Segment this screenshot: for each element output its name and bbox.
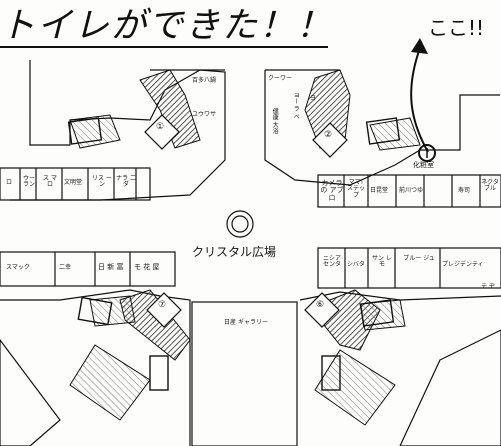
platform-box-1 [67,117,103,145]
shop-label: 二幸 [59,264,72,271]
block-bottom-right [299,291,501,301]
platform-box-6 [359,299,395,327]
ramp-bottom-right [314,349,396,426]
shop-row-bottom-right [317,247,501,289]
gallery-label: 日産 ギャラリー [224,319,268,326]
shop-label: サン レモ [372,255,392,269]
headline: トイレができた！！ [0,6,330,46]
arrow-head [411,38,428,54]
handwritten-note: ここ!! [428,16,485,40]
ramp-bottom-left [69,344,151,421]
toilet-marker [418,144,436,162]
gate-diamond-6 [304,292,340,328]
shop-label: 文明堂 [64,179,83,186]
stair-top-right [369,117,421,151]
shop-label: スマック [6,264,30,271]
shop-label: プレジデンティ [442,261,484,268]
gate-diamond-1 [144,114,180,150]
shop-label: ス マ ロ [43,175,57,189]
shop-label: ブルー ジュ [403,255,435,262]
stair-top-left [69,114,121,149]
shop-label: ユウワサ [192,111,217,118]
shop-label: ニシア センタ [322,255,341,269]
shop-label: シバタ [347,261,365,268]
shop-label: 健康 大浴 [271,108,279,134]
plaza-emblem-inner [231,215,249,233]
shop-label: クーワー [268,75,293,82]
shop-row-right [317,174,501,208]
shop-label: テ ヂ [481,283,495,290]
gate-diamond-7 [146,292,182,328]
shop-label: ママ! ステップ [346,179,365,199]
stair-bottom-left [89,295,136,327]
gallery-block [191,301,298,446]
shop-label: 日 新 富 [98,263,124,271]
platform-box-2 [365,117,401,145]
shop-label: 日昆堂 [370,187,389,194]
platform-box-3 [77,296,113,326]
building-bottom-left [0,339,61,446]
shop-label: 百多八鍋 [192,77,217,84]
gate-diamond-2 [312,122,348,158]
arrow-to-toilet [410,47,429,153]
shop-label: ヨー ラ ベ [292,92,300,120]
gate-number-2: ② [324,130,333,140]
shop-label: 前川つゆ [399,187,424,194]
gate-number-1: ① [156,122,165,132]
shop-label: ロ [6,179,13,186]
shop-label: ヨ [310,95,317,102]
plaza-label: クリスタル広場 [192,245,277,259]
gate-number-7: ⑦ [158,300,167,310]
shop-label: リス ーン [92,175,112,189]
shop-label: ウー ラン [22,175,35,189]
shop-label: ナラ 二ダ [116,175,136,189]
shop-label: カメラの アブロ [320,179,344,202]
shop-label: モ 花 屋 [134,263,160,271]
platform-box-5 [321,355,341,391]
plaza-emblem-outer [226,210,254,238]
toilet-label: 化粧室 [413,161,434,169]
shop-row-left [0,167,151,201]
shop-label: 寿司 [458,187,471,194]
building-bottom-right [399,329,501,446]
escalator-1 [139,69,201,149]
shop-label: ネクタ ブル [481,179,499,193]
gate-number-6: ⑥ [316,300,325,310]
shop-row-bottom-left [0,251,176,287]
block-top-right [264,70,500,186]
platform-box-4 [149,355,169,391]
